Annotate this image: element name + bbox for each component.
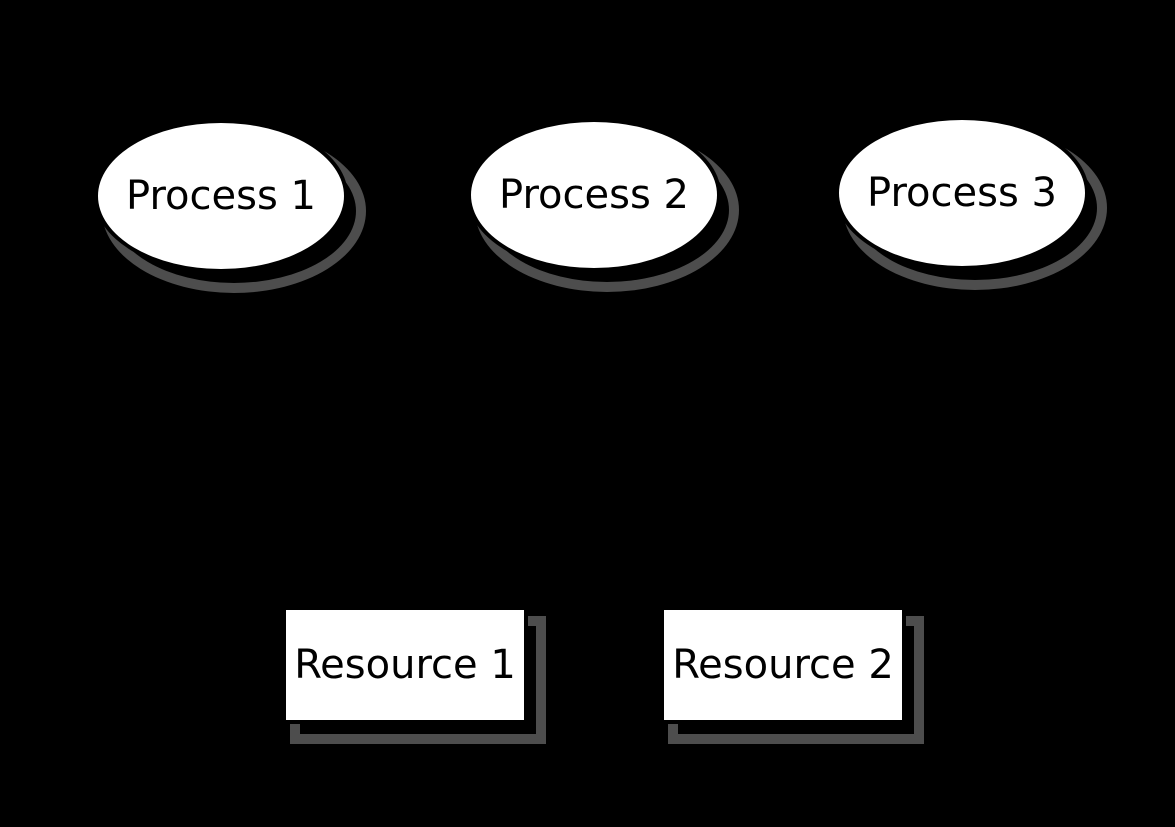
process-2-label: Process 2 [499,172,689,218]
resource-1-label: Resource 1 [294,642,516,688]
process-3-label: Process 3 [867,170,1057,216]
resource-2-label: Resource 2 [672,642,894,688]
resource-node-1: Resource 1 [282,606,528,724]
process-1-label: Process 1 [126,173,316,219]
process-node-1: Process 1 [94,119,348,273]
resource-node-2: Resource 2 [660,606,906,724]
process-node-3: Process 3 [835,116,1089,270]
process-node-2: Process 2 [467,118,721,272]
